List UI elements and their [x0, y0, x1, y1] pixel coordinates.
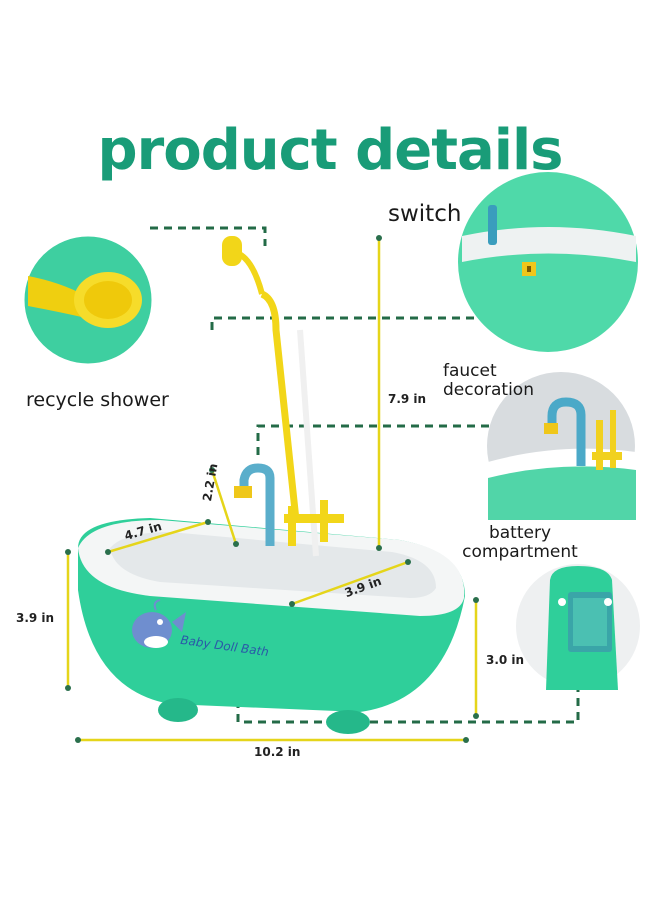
- switch-label: switch: [388, 201, 462, 227]
- callout-lines: [150, 226, 580, 724]
- faucet-label-line1: faucet: [443, 361, 497, 381]
- faucet-dim-line: [210, 469, 238, 545]
- inner-length-dim-line: [107, 520, 209, 554]
- side-height-label: 3.9 in: [16, 611, 55, 625]
- faucet-detail-circle: [487, 372, 636, 520]
- page-title: product details: [97, 118, 564, 183]
- inner-width-dim-line: [291, 560, 409, 606]
- switch-detail-circle: [458, 172, 638, 352]
- battery-callout-line: [236, 680, 580, 724]
- faucet-callout-line: [256, 424, 490, 455]
- switch-callout-line: [210, 316, 487, 330]
- bathtub: [78, 236, 465, 734]
- shower-callout-line: [150, 226, 267, 246]
- shower-detail-circle: [21, 233, 155, 367]
- length-label: 10.2 in: [254, 745, 301, 759]
- battery-label-line2: compartment: [462, 541, 578, 562]
- recycle-shower-label: recycle shower: [26, 389, 169, 411]
- battery-compartment-label: battery compartment: [456, 524, 584, 561]
- battery-detail-circle: [516, 564, 640, 690]
- dimension-lines: [66, 238, 478, 742]
- dimension-endpoints: [65, 235, 479, 743]
- battery-label-line1: battery: [488, 523, 552, 543]
- height-total-label: 7.9 in: [388, 392, 427, 406]
- base-height-label: 3.0 in: [486, 653, 525, 667]
- faucet-decoration-label: faucet decoration: [443, 362, 534, 399]
- faucet-label-line2: decoration: [443, 379, 534, 400]
